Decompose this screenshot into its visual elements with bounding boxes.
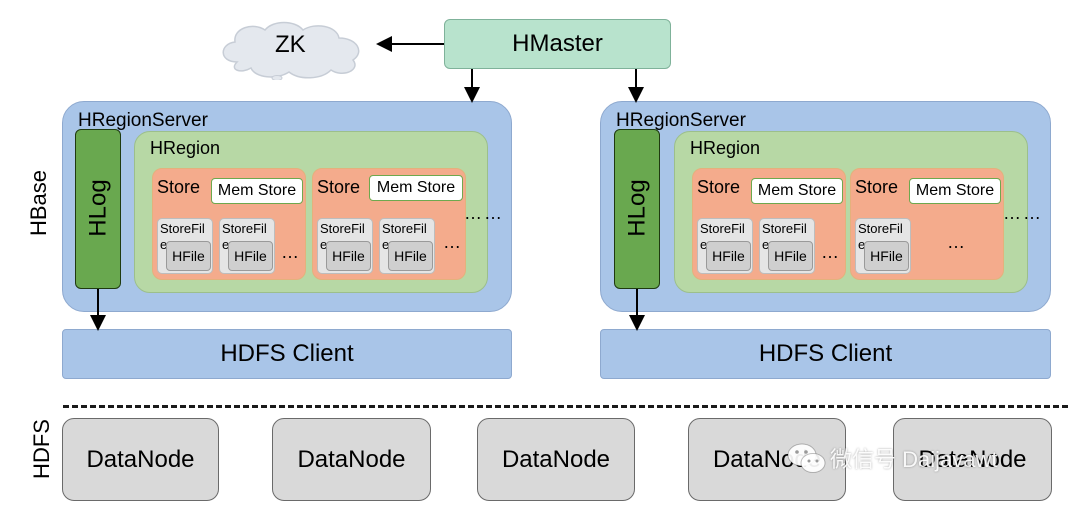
storefile-2-2-a: StoreFile HFile [855, 218, 911, 274]
store-2-1-ellipsis: … [821, 242, 841, 262]
hfile-1-1-b: HFile [228, 241, 273, 271]
storefile-2-2-a-title: StoreFile [858, 221, 903, 253]
hdfs-client-1-label: HDFS Client [220, 340, 354, 367]
datanode-2: DataNode [272, 418, 431, 501]
hlog-2: HLog [614, 129, 660, 289]
storefile-1-2-b: StoreFile HFile [379, 218, 435, 274]
hfile-2-2-a-label: HFile [870, 248, 903, 264]
watermark-text: 微信号 Daijavawt [830, 447, 998, 472]
hfile-2-1-a-label: HFile [712, 248, 745, 264]
memstore-2-1: Mem Store [751, 178, 843, 204]
hfile-1-2-a: HFile [326, 241, 371, 271]
hfile-2-1-b: HFile [768, 241, 813, 271]
wechat-icon [786, 440, 828, 478]
store-1-1: Store Mem Store StoreFile HFile StoreFil… [152, 168, 306, 280]
storefile-2-1-b: StoreFile HFile [759, 218, 815, 274]
datanode-1-label: DataNode [86, 445, 195, 473]
memstore-1-2-label: Mem Store [376, 179, 456, 196]
store-2-2-ellipsis: … [947, 232, 967, 252]
hfile-1-1-b-label: HFile [234, 248, 267, 264]
zk-label: ZK [275, 31, 306, 58]
store-1-1-ellipsis: … [281, 242, 301, 262]
datanode-5: DataNode [893, 418, 1052, 501]
region-server-2-title: HRegionServer [616, 110, 746, 131]
store-2-1-title: Store [697, 177, 741, 197]
storefile-1-2-a: StoreFile HFile [317, 218, 373, 274]
hdfs-client-2-label: HDFS Client [758, 340, 893, 367]
hlog-2-label: HLog [623, 179, 651, 237]
hdfs-client-1: HDFS Client [62, 329, 512, 379]
memstore-1-2: Mem Store [369, 175, 463, 201]
region-1-more-stores: …… [464, 203, 504, 223]
hfile-1-2-b: HFile [388, 241, 433, 271]
store-2-2-title: Store [855, 177, 899, 197]
store-1-1-title: Store [157, 177, 201, 197]
hfile-1-2-a-label: HFile [332, 248, 365, 264]
hdfs-client-2: HDFS Client [600, 329, 1051, 379]
region-server-1-title: HRegionServer [78, 110, 208, 131]
store-1-2-ellipsis: … [443, 232, 463, 252]
storefile-2-1-a-title: StoreFile [700, 221, 745, 253]
datanode-1: DataNode [62, 418, 219, 501]
store-2-2: Store Mem Store StoreFile HFile … [850, 168, 1004, 280]
memstore-2-2: Mem Store [909, 178, 1001, 204]
hbase-hdfs-divider [63, 405, 1068, 408]
cloud-icon [222, 21, 360, 81]
zk-cloud [215, 18, 375, 81]
storefile-1-1-b-title: StoreFile [222, 221, 267, 253]
storefile-2-1-a: StoreFile HFile [697, 218, 753, 274]
memstore-1-1: Mem Store [211, 178, 303, 204]
region-2-more-stores: …… [1003, 203, 1043, 223]
hlog-1-label: HLog [84, 179, 112, 237]
storefile-1-1-a-title: StoreFile [160, 221, 205, 253]
storefile-1-2-b-title: StoreFile [382, 221, 427, 253]
memstore-2-1-label: Mem Store [757, 182, 837, 199]
region-1-title: HRegion [150, 138, 221, 158]
hmaster-label: HMaster [512, 30, 603, 57]
hfile-1-1-a: HFile [166, 241, 211, 271]
memstore-1-1-label: Mem Store [217, 182, 297, 199]
storefile-1-1-b: StoreFile HFile [219, 218, 275, 274]
hfile-2-2-a: HFile [864, 241, 909, 271]
datanode-5-label: DataNode [918, 445, 1027, 473]
store-1-2: Store Mem Store StoreFile HFile StoreFil… [312, 168, 466, 280]
store-2-1: Store Mem Store StoreFile HFile StoreFil… [692, 168, 846, 280]
memstore-2-2-label: Mem Store [915, 182, 995, 199]
hfile-1-1-a-label: HFile [172, 248, 205, 264]
hfile-2-1-a: HFile [706, 241, 751, 271]
store-1-2-title: Store [317, 177, 361, 197]
storefile-1-1-a: StoreFile HFile [157, 218, 213, 274]
storefile-1-2-a-title: StoreFile [320, 221, 365, 253]
hdfs-layer-label: HDFS [28, 419, 54, 479]
datanode-3: DataNode [477, 418, 635, 501]
hlog-1: HLog [75, 129, 121, 289]
hbase-layer-label: HBase [26, 169, 52, 237]
hfile-1-2-b-label: HFile [394, 248, 427, 264]
hfile-2-1-b-label: HFile [774, 248, 807, 264]
region-2-title: HRegion [690, 138, 761, 158]
datanode-2-label: DataNode [297, 445, 406, 473]
storefile-2-1-b-title: StoreFile [762, 221, 807, 253]
hmaster-box: HMaster [444, 19, 671, 69]
datanode-3-label: DataNode [501, 445, 611, 473]
